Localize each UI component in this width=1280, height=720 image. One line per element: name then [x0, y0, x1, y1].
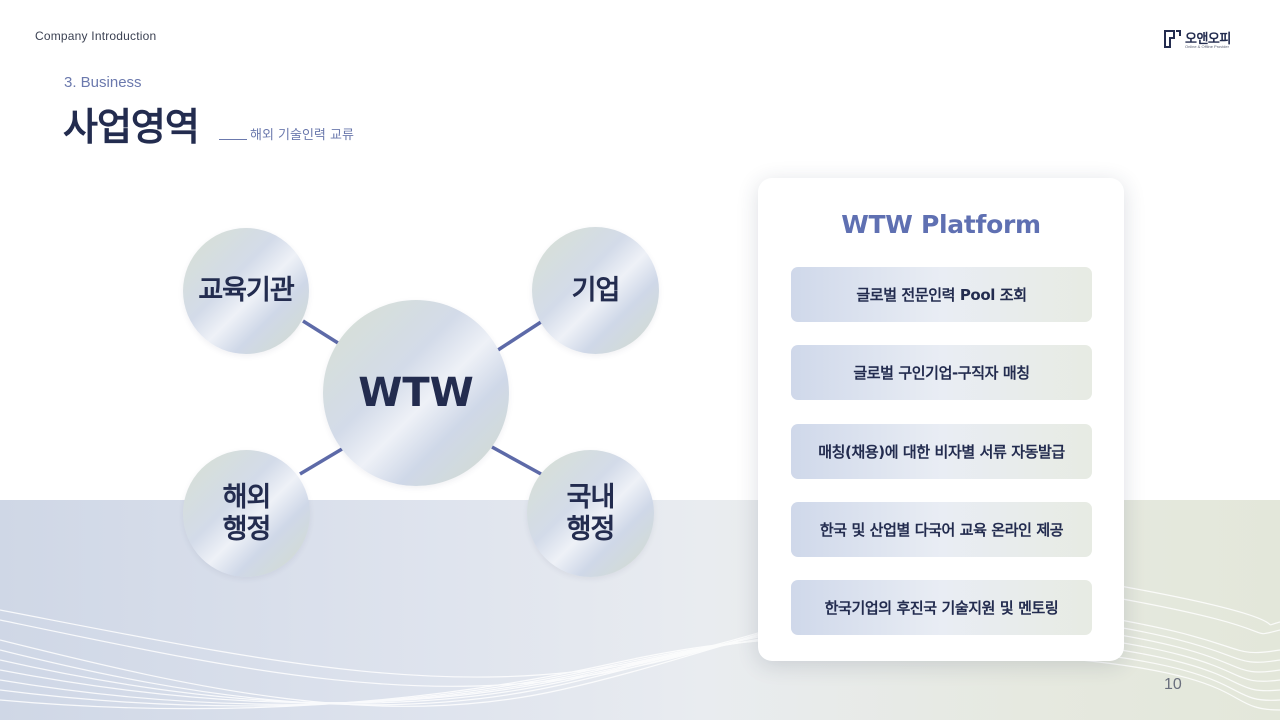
page-number: 10 — [1164, 676, 1182, 693]
decorative-waves — [0, 575, 1280, 711]
node-overseas-admin: 해외 행정 — [183, 450, 310, 577]
node-label: 해외 행정 — [212, 482, 282, 544]
section-number: 3. Business — [64, 74, 142, 91]
platform-panel: WTW Platform 글로벌 전문인력 Pool 조회 글로벌 구인기업-구… — [758, 178, 1124, 661]
platform-feature: 매칭(채용)에 대한 비자별 서류 자동발급 — [791, 424, 1092, 479]
node-domestic-admin: 국내 행정 — [527, 450, 654, 577]
platform-feature: 한국기업의 후진국 기술지원 및 멘토링 — [791, 580, 1092, 635]
connector-edu — [302, 319, 339, 345]
node-label-line: 해외 — [222, 482, 272, 514]
node-wtw-center: WTW — [323, 300, 509, 486]
platform-feature: 글로벌 전문인력 Pool 조회 — [791, 267, 1092, 322]
node-company: 기업 — [532, 227, 659, 354]
company-introduction-label: Company Introduction — [35, 29, 157, 43]
node-label-line: 행정 — [222, 513, 272, 545]
subtitle-rule — [219, 139, 247, 140]
brand-logo: 오앤오피 Online & Offline Provider — [1164, 28, 1244, 52]
platform-title: WTW Platform — [841, 210, 1041, 239]
connector-overseas — [299, 447, 343, 476]
node-label-line: 국내 — [566, 482, 616, 514]
connector-domestic — [491, 445, 542, 476]
node-education-institution: 교육기관 — [183, 228, 309, 354]
node-label: 기업 — [571, 274, 621, 306]
platform-feature: 글로벌 구인기업-구직자 매칭 — [791, 345, 1092, 400]
node-label: 국내 행정 — [556, 482, 626, 544]
brand-logo-icon — [1164, 30, 1181, 48]
page-title: 사업영역 — [63, 105, 200, 149]
node-label: 교육기관 — [198, 275, 294, 307]
node-label-line: 행정 — [566, 513, 616, 545]
page-subtitle: 해외 기술인력 교류 — [250, 128, 354, 143]
center-label: WTW — [358, 370, 474, 416]
platform-feature: 한국 및 산업별 다국어 교육 온라인 제공 — [791, 502, 1092, 557]
brand-logo-tagline: Online & Offline Provider — [1185, 44, 1229, 49]
connector-corp — [497, 320, 542, 352]
brand-logo-name: 오앤오피 — [1185, 32, 1231, 47]
